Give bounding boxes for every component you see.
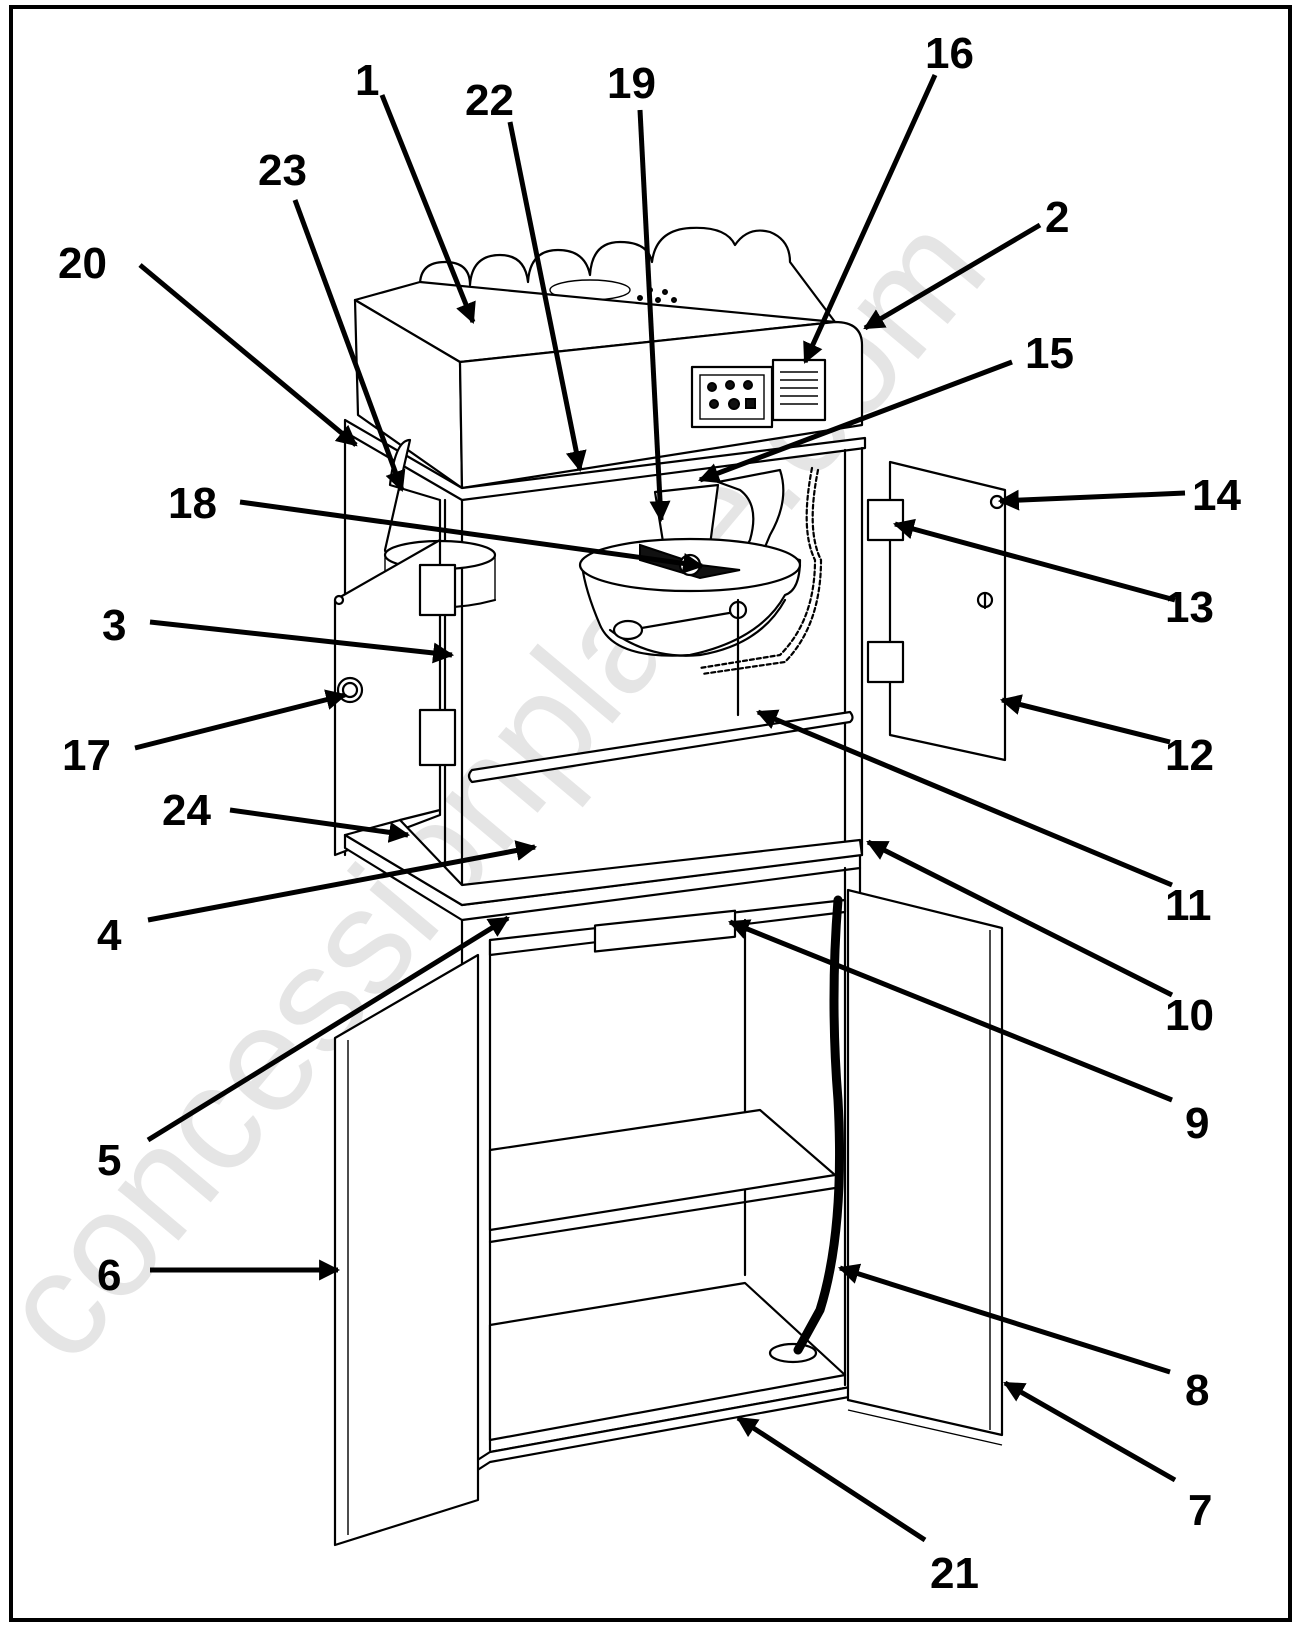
- lower-left-door: [333, 953, 480, 1547]
- callout-3: 3: [102, 601, 126, 650]
- callout-2: 2: [1045, 193, 1069, 242]
- arrow-19: [637, 109, 671, 523]
- callout-20: 20: [58, 239, 107, 288]
- arrow-4: [147, 840, 538, 923]
- arrow-14: [997, 489, 1186, 511]
- arrow-23: [292, 199, 406, 492]
- callout-18: 18: [168, 479, 217, 528]
- callout-7: 7: [1188, 1486, 1212, 1535]
- arrow-12: [999, 694, 1171, 745]
- arrow-8: [837, 1263, 1171, 1375]
- arrow-22: [507, 121, 587, 473]
- arrow-16: [802, 73, 938, 364]
- figure-border: [9, 5, 1292, 1622]
- leader-arrows: [134, 73, 1186, 1543]
- arrow-3: [149, 619, 455, 664]
- arrow-1: [379, 94, 476, 324]
- arrow-7: [1003, 1380, 1177, 1483]
- arrow-2: [863, 222, 1042, 331]
- callout-5: 5: [97, 1136, 121, 1185]
- callout-labels: 1 2 3 4 5 6 7 8 9 10 11 12 13 14 15 16 1…: [58, 29, 1241, 1598]
- callout-23: 23: [258, 146, 307, 195]
- callout-19: 19: [607, 59, 656, 108]
- callout-9: 9: [1185, 1099, 1209, 1148]
- callout-21: 21: [930, 1549, 979, 1598]
- arrow-18: [239, 499, 705, 574]
- callout-14: 14: [1192, 471, 1241, 520]
- arrow-11: [756, 709, 1173, 888]
- arrow-17: [134, 689, 348, 751]
- arrow-24: [229, 807, 411, 843]
- arrow-20: [138, 263, 358, 447]
- lower-cabinet: [460, 866, 862, 1482]
- left-glass-door: [333, 538, 457, 857]
- instruction-plate: [771, 358, 827, 422]
- callout-24: 24: [162, 786, 211, 835]
- arrow-15: [698, 359, 1013, 484]
- arrow-13: [892, 518, 1176, 603]
- callout-6: 6: [97, 1251, 121, 1300]
- arrow-9: [728, 919, 1173, 1103]
- lower-right-door: [846, 888, 1004, 1446]
- callout-22: 22: [465, 76, 514, 125]
- arrow-10: [866, 839, 1174, 998]
- arrow-5: [146, 915, 510, 1143]
- right-glass-door: [866, 460, 1007, 762]
- arrow-21: [736, 1415, 927, 1543]
- callout-8: 8: [1185, 1366, 1209, 1415]
- callout-13: 13: [1165, 583, 1214, 632]
- callout-11: 11: [1165, 881, 1212, 930]
- callout-4: 4: [97, 911, 122, 960]
- callout-16: 16: [925, 29, 974, 78]
- callout-12: 12: [1165, 731, 1214, 780]
- callout-15: 15: [1025, 329, 1074, 378]
- machine-illustration: [333, 226, 1007, 1547]
- callout-1: 1: [355, 56, 379, 105]
- callout-17: 17: [62, 731, 111, 780]
- control-panel: [690, 365, 774, 429]
- callout-10: 10: [1165, 991, 1214, 1040]
